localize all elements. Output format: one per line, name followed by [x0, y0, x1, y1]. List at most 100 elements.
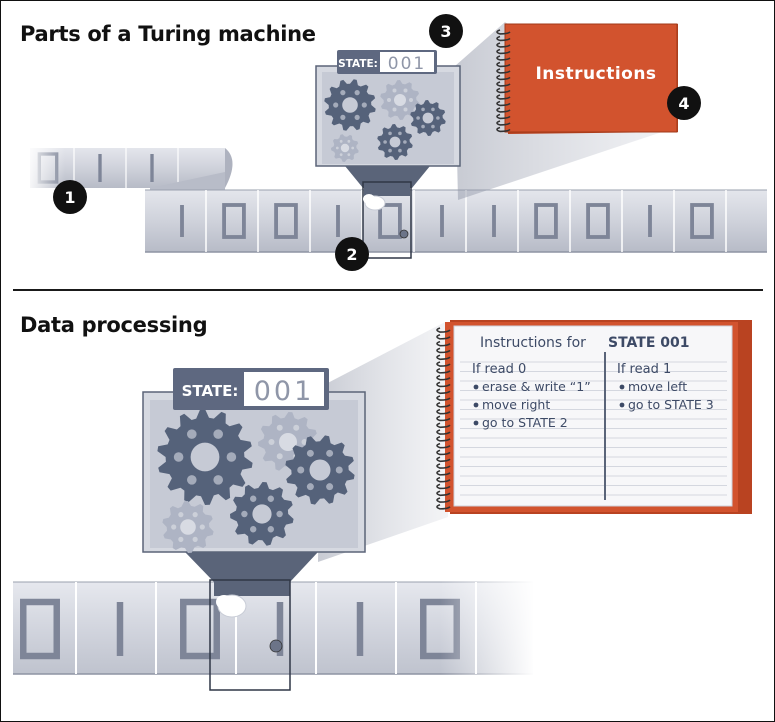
bottom-panel-title: Data processing [20, 313, 208, 337]
gear-top-1 [324, 79, 376, 131]
col1-item-0: move left [628, 379, 687, 394]
col1-item-1: go to STATE 3 [628, 397, 714, 412]
bullet-icon [619, 384, 625, 390]
gear-bottom-1 [157, 409, 253, 505]
callout-1: 1 [53, 180, 87, 214]
book-title-top: Instructions [535, 64, 656, 84]
sheet-spiral-ring [436, 347, 451, 354]
state-display-top [337, 50, 437, 74]
state-display-bottom [173, 368, 329, 410]
sheet-spiral-ring [436, 415, 451, 422]
gears-top [324, 79, 446, 162]
tape-symbol-top-7: 0 [534, 203, 558, 239]
sheet-spiral-ring [436, 504, 451, 510]
book-spiral-ring [496, 120, 511, 126]
book-spiral-ring [496, 42, 511, 48]
col1-heading: If read 1 [617, 362, 671, 377]
callout-4-label: 4 [678, 94, 689, 113]
sheet-spiral-ring [436, 470, 451, 476]
tape-symbol-top-8: 0 [586, 203, 610, 239]
tape-symbol-top-3: 1 [336, 205, 340, 237]
tape-symbol-top-6: 1 [492, 205, 496, 237]
sheet-spiral-ring [436, 490, 451, 497]
book-spiral-ring [496, 126, 511, 133]
book-spiral-ring [496, 107, 511, 113]
gear-top-2 [380, 80, 420, 120]
callout-3: 3 [429, 14, 463, 48]
sheet-spiral-ring [436, 340, 451, 347]
sheet-spiral-ring [436, 368, 451, 374]
sheet-spiral-ring [436, 483, 451, 490]
sheet-spiral-ring [436, 463, 451, 469]
book-spiral-ring [496, 29, 511, 35]
bullet-icon [473, 402, 479, 408]
callout-4: 4 [667, 86, 701, 120]
tape-symbol-top-0: 1 [180, 205, 184, 237]
sheet-spiral-ring [436, 374, 451, 381]
callout-3-label: 3 [440, 22, 451, 41]
panel-divider [13, 289, 763, 291]
sheet-spiral-ring [436, 456, 451, 463]
top-panel-illustration: 011 10010110010 STATE: 001 [25, 14, 767, 271]
callout-2: 2 [335, 237, 369, 271]
book-spiral-ring [496, 94, 511, 100]
sheet-spiral-ring [436, 381, 451, 388]
bullet-icon [473, 384, 479, 390]
book-spiral-ring [496, 55, 511, 61]
tape-symbol-bottom-2: 0 [180, 598, 220, 660]
instructions-header-state: STATE 001 [608, 335, 690, 351]
bottom-panel-illustration: 010110 STATE: 001 Instructions for STATE… [13, 320, 752, 691]
gear-top-3 [410, 100, 446, 136]
book-spiral-ring [496, 35, 511, 42]
sheet-spiral-ring [436, 422, 451, 429]
sheet-spiral-ring [436, 334, 451, 340]
book-spiral-ring [496, 68, 511, 74]
col0-item-0: erase & write “1” [482, 379, 591, 394]
sheet-spiral-ring [436, 327, 451, 333]
tape-main: 10010110010 [145, 189, 767, 253]
callout-1-label: 1 [64, 188, 75, 207]
book-spiral-ring [496, 74, 511, 81]
book-spiral-ring [496, 48, 511, 55]
tape-symbol-top-1: 0 [222, 203, 246, 239]
col0-item-1: move right [482, 397, 550, 412]
sheet-spiral-ring [436, 402, 451, 408]
book-spiral-ring [496, 87, 511, 94]
callout-2-label: 2 [346, 245, 357, 264]
tape-symbol-top-4: 0 [378, 203, 402, 239]
sheet-spiral-ring [436, 497, 451, 503]
book-spiral-ring [496, 61, 511, 68]
book-spiral-ring [496, 100, 511, 107]
instructions-book-top [496, 23, 678, 134]
state-label-top: STATE: [338, 58, 378, 70]
tape-bottom: 010110 [13, 578, 535, 678]
read-write-head-bottom [209, 579, 291, 691]
sheet-spiral-ring [436, 442, 451, 449]
book-spiral-ring [496, 81, 511, 87]
instructions-header-text: Instructions for [480, 335, 586, 351]
gear-top-5 [331, 134, 359, 162]
read-write-head-top [362, 181, 412, 259]
sheet-spiral-ring [436, 429, 451, 435]
sheet-spiral-ring [436, 449, 451, 456]
tape-symbol-bottom-0: 0 [20, 598, 60, 660]
gear-bottom-4 [230, 482, 294, 546]
sheet-spiral-ring [436, 354, 451, 361]
state-label-bottom: STATE: [182, 382, 239, 400]
tape-symbol-top-10: 0 [690, 203, 714, 239]
gear-top-4 [377, 124, 413, 160]
tape-symbol-bottom-4: 1 [356, 602, 364, 656]
state-value-bottom: 001 [254, 376, 315, 407]
sheet-spiral-ring [436, 388, 451, 395]
sheet-spiral-ring [436, 476, 451, 483]
gears-bottom [157, 409, 355, 553]
tape-symbol-bottom-1: 1 [116, 602, 124, 656]
sheet-spiral-ring [436, 395, 451, 401]
sheet-spiral-ring [436, 436, 451, 442]
gear-bottom-3 [285, 435, 355, 505]
sheet-spiral-ring [436, 361, 451, 367]
state-value-top: 001 [388, 54, 426, 74]
tape-symbol-bottom-3: 1 [276, 602, 284, 656]
top-panel-title: Parts of a Turing machine [20, 22, 316, 46]
col0-item-2: go to STATE 2 [482, 415, 568, 430]
